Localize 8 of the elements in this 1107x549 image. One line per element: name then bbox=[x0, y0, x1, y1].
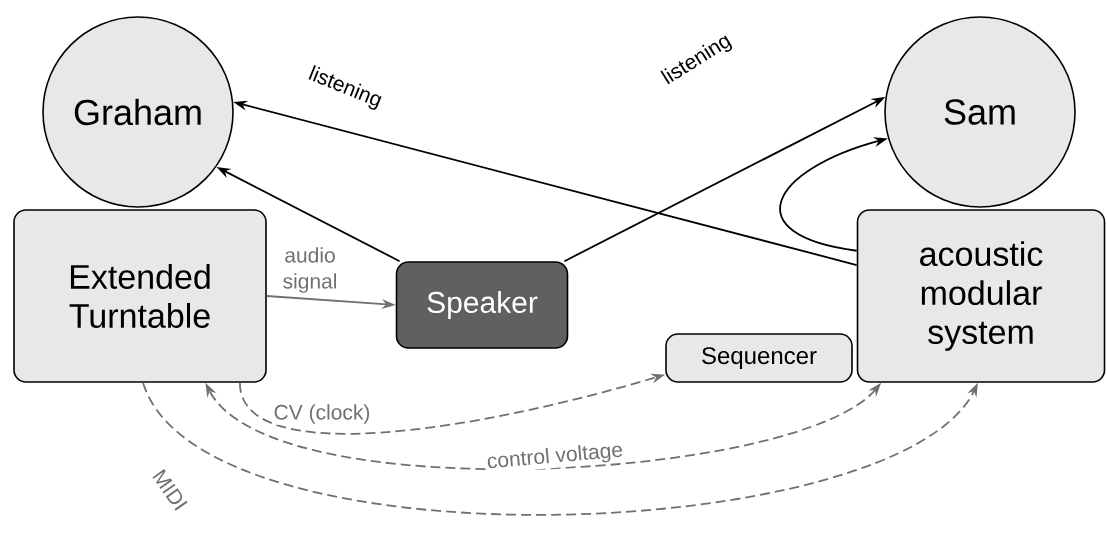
edge-label: audio signal bbox=[269, 246, 351, 294]
edge-label: control voltage bbox=[485, 440, 625, 474]
device-box: Extended Turntable bbox=[13, 209, 267, 383]
edge-label: CV (clock) bbox=[272, 403, 372, 425]
device-box: acoustic modular system bbox=[856, 209, 1106, 383]
speaker-box: Speaker bbox=[395, 261, 569, 349]
arrow bbox=[142, 381, 978, 516]
device-box: Sequencer bbox=[665, 333, 853, 383]
